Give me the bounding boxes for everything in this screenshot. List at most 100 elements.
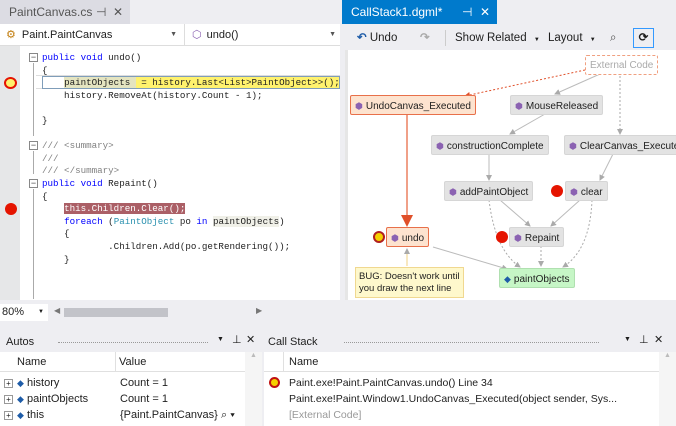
node-external-code[interactable]: External Code	[585, 55, 659, 75]
code-token: = history.Last<List>PaintObject>>();	[135, 77, 340, 89]
code-token: public void	[42, 52, 109, 63]
graph-edges	[401, 69, 623, 271]
pin-icon[interactable]: ⊥	[639, 334, 649, 346]
outline-line	[33, 151, 34, 174]
zoom-dropdown[interactable]: 80%▼	[0, 304, 48, 321]
edge	[550, 199, 581, 227]
dropdown-icon[interactable]: ▼	[624, 336, 631, 343]
field-icon: ◆	[17, 378, 24, 388]
column-header-name[interactable]: Name	[17, 356, 47, 368]
edge	[499, 199, 531, 227]
code-line[interactable]: paintObjects = history.Last<List>PaintOb…	[42, 76, 340, 90]
close-icon[interactable]: ✕	[480, 5, 491, 19]
current-frame-icon	[269, 377, 280, 388]
scroll-right-icon[interactable]: ▶	[256, 306, 263, 315]
code-token: {	[42, 190, 48, 202]
edge	[432, 246, 508, 271]
collapse-icon[interactable]: −	[29, 140, 38, 150]
autos-row[interactable]: +◆ this{Paint.PaintCanvas}⌕ ▾	[0, 407, 245, 423]
layout-dropdown[interactable]: Layout ▼	[548, 32, 596, 44]
method-icon: ⬢	[514, 233, 522, 243]
callstack-row[interactable]: Paint.exe!Paint.PaintCanvas.undo() Line …	[264, 375, 659, 391]
callstack-row[interactable]: Paint.exe!Paint.Window1.UndoCanvas_Execu…	[264, 391, 659, 407]
pin-icon[interactable]: ⊣	[96, 5, 107, 19]
method-icon: ⬢	[391, 233, 399, 243]
code-line[interactable]: {	[42, 64, 48, 77]
code-token: }	[42, 253, 70, 265]
code-line[interactable]: }	[42, 114, 48, 127]
code-token: po	[174, 215, 197, 227]
expand-icon[interactable]: +	[4, 378, 13, 388]
node-repaint[interactable]: ⬢Repaint	[509, 227, 565, 247]
class-icon: ⚙	[6, 29, 16, 41]
node-clear[interactable]: ⬢clear	[565, 181, 608, 201]
method-icon: ⬡	[192, 29, 202, 41]
find-icon[interactable]: ⌕	[610, 32, 617, 44]
code-line[interactable]: history.RemoveAt(history.Count - 1);	[42, 89, 263, 102]
code-editor[interactable]: − − − public void undo(){ paintObjects =…	[0, 46, 340, 300]
scroll-left-icon[interactable]: ◀	[54, 306, 61, 315]
node-constructioncomplete[interactable]: ⬢constructionComplete	[431, 135, 549, 155]
callstack-row[interactable]: [External Code]	[264, 407, 659, 423]
collapse-icon[interactable]: −	[29, 52, 38, 62]
horizontal-scrollbar[interactable]: ◀ ▶	[52, 306, 262, 319]
vertical-scrollbar[interactable]: ▲	[245, 352, 262, 426]
code-token: undo()	[108, 52, 142, 63]
expand-icon[interactable]: +	[4, 394, 13, 404]
code-line[interactable]: /// <summary>	[42, 139, 114, 152]
code-token	[42, 77, 64, 88]
edge	[599, 153, 614, 181]
indicator-margin[interactable]	[0, 46, 20, 300]
edge	[554, 73, 601, 95]
graph-canvas[interactable]: External Code ⬢UndoCanvas_Executed ⬢Mous…	[345, 50, 676, 300]
vertical-scrollbar[interactable]: ▲	[659, 352, 676, 426]
member-dropdown[interactable]: ⬡undo() ▼	[186, 24, 340, 46]
code-line[interactable]: .Children.Add(po.getRendering());	[42, 240, 290, 253]
column-header-value[interactable]: Value	[119, 356, 147, 368]
code-line[interactable]: }	[42, 253, 70, 266]
close-icon[interactable]: ✕	[246, 334, 256, 346]
pin-icon[interactable]: ⊣	[462, 5, 473, 19]
breakpoint-icon[interactable]	[5, 203, 17, 215]
node-addpaintobject[interactable]: ⬢addPaintObject	[444, 181, 534, 201]
node-undocanvas-executed[interactable]: ⬢UndoCanvas_Executed	[350, 95, 476, 115]
magnifier-icon[interactable]: ⌕ ▾	[221, 409, 235, 421]
code-line[interactable]: public void undo()	[42, 51, 141, 64]
code-line[interactable]: {	[42, 227, 70, 240]
method-icon: ⬢	[355, 101, 363, 111]
node-undo[interactable]: ⬢undo	[386, 227, 430, 247]
tab-callstack-dgml[interactable]: CallStack1.dgml* ⊣ ✕	[342, 0, 497, 24]
chevron-down-icon: ▼	[170, 31, 177, 38]
close-icon[interactable]: ✕	[654, 334, 664, 346]
show-related-dropdown[interactable]: Show Related ▼	[455, 32, 540, 44]
tab-paintcanvas[interactable]: PaintCanvas.cs ⊣ ✕	[0, 0, 130, 24]
class-dropdown[interactable]: ⚙Paint.PaintCanvas ▼	[0, 24, 185, 46]
code-line[interactable]: /// </summary>	[42, 164, 119, 177]
code-line[interactable]: ///	[42, 152, 59, 165]
code-token: in	[196, 215, 213, 227]
code-token: /// <summary>	[42, 140, 114, 152]
field-icon: ◆	[17, 394, 24, 404]
code-line[interactable]: this.Children.Clear();	[42, 202, 186, 215]
node-paintobjects[interactable]: ◆paintObjects	[499, 268, 575, 288]
collapse-icon[interactable]: −	[29, 178, 38, 188]
close-icon[interactable]: ✕	[113, 5, 124, 19]
node-mousereleased[interactable]: ⬢MouseReleased	[510, 95, 604, 115]
refresh-button[interactable]: ⟳	[633, 28, 654, 48]
title-grip	[58, 342, 208, 343]
column-header-name[interactable]: Name	[289, 356, 319, 368]
scroll-thumb[interactable]	[64, 308, 168, 317]
dropdown-icon[interactable]: ▼	[217, 336, 224, 343]
node-clearcanvas-executed[interactable]: ⬢ClearCanvas_Executed	[564, 135, 676, 155]
expand-icon[interactable]: +	[4, 410, 13, 420]
code-line[interactable]: public void Repaint()	[42, 177, 158, 190]
code-line[interactable]: foreach (PaintObject po in paintObjects)	[42, 215, 285, 228]
undo-button[interactable]: ↶ Undo	[357, 32, 398, 44]
pin-icon[interactable]: ⊥	[232, 334, 242, 346]
redo-button[interactable]: ↷	[420, 32, 430, 44]
code-line[interactable]: {	[42, 190, 48, 203]
